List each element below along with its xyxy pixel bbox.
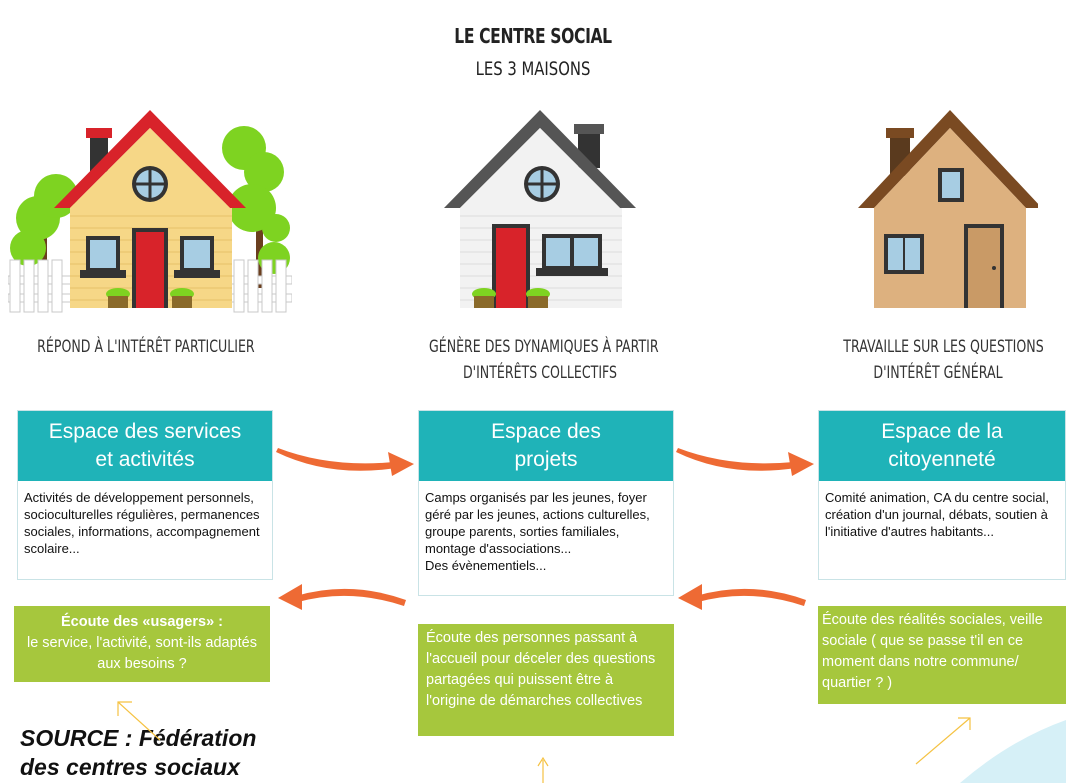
card-title-line: et activités xyxy=(95,448,195,471)
source-line: des centres sociaux xyxy=(20,754,240,780)
green-box-text: le service, l'activité, sont-ils adaptés… xyxy=(26,635,258,672)
card-citoyennete: Espace de la citoyenneté Comité animatio… xyxy=(818,410,1066,580)
caption-line: D'INTÉRÊT GÉNÉRAL xyxy=(873,363,1003,383)
arrow-citoyennete-to-projets xyxy=(678,584,806,610)
card-body: Comité animation, CA du centre social, c… xyxy=(825,490,1049,539)
card-body: Activités de développement personnels, s… xyxy=(24,490,260,556)
source-credit: SOURCE : Fédération des centres sociaux xyxy=(20,724,256,782)
caption-house-1: RÉPOND À L'INTÉRÊT PARTICULIER xyxy=(37,334,255,360)
card-title-line: projets xyxy=(514,448,578,471)
green-box-text: Écoute des réalités sociales, veille soc… xyxy=(822,612,1043,691)
arrow-projets-to-citoyennete xyxy=(676,448,814,476)
card-title-line: Espace des services xyxy=(48,420,242,443)
arrow-projets-to-services xyxy=(278,584,406,610)
green-box-1: Écoute des «usagers» : le service, l'act… xyxy=(14,606,270,682)
arrow-services-to-projets xyxy=(276,448,414,476)
green-box-text: Écoute des personnes passant à l'accueil… xyxy=(426,630,656,709)
white-house-illustration xyxy=(444,110,636,308)
green-box-3: Écoute des réalités sociales, veille soc… xyxy=(818,606,1066,704)
card-projets: Espace des projets Camps organisés par l… xyxy=(418,410,674,596)
tree-right xyxy=(222,126,290,288)
card-services: Espace des services et activités Activit… xyxy=(17,410,273,580)
card-body: Camps organisés par les jeunes, foyer gé… xyxy=(419,481,673,582)
card-header: Espace de la citoyenneté xyxy=(819,411,1065,481)
card-body-text: Camps organisés par les jeunes, foyer gé… xyxy=(425,490,650,556)
caption-house-3: TRAVAILLE SUR LES QUESTIONS D'INTÉRÊT GÉ… xyxy=(843,334,1044,386)
card-title-line: citoyenneté xyxy=(888,448,996,471)
page-title: LE CENTRE SOCIAL xyxy=(454,24,612,48)
green-box-2: Écoute des personnes passant à l'accueil… xyxy=(418,624,674,736)
card-title-line: Espace des xyxy=(491,420,601,443)
page-subtitle: LES 3 MAISONS xyxy=(475,58,591,80)
yellow-house-illustration xyxy=(8,110,292,313)
caption-line: RÉPOND À L'INTÉRÊT PARTICULIER xyxy=(37,337,255,357)
tan-house-illustration xyxy=(858,110,1038,308)
thin-arrow-center xyxy=(537,756,549,783)
card-body-extra: Des évènementiels... xyxy=(425,558,547,573)
thin-arrow-right xyxy=(915,717,971,765)
source-line: SOURCE : Fédération xyxy=(20,725,257,751)
card-title-line: Espace de la xyxy=(881,420,1003,443)
caption-line: D'INTÉRÊTS COLLECTIFS xyxy=(462,363,618,383)
card-header: Espace des services et activités xyxy=(18,411,272,481)
tree-left xyxy=(10,174,78,288)
card-header: Espace des projets xyxy=(419,411,673,481)
green-box-bold: Écoute des «usagers» : xyxy=(61,614,223,630)
caption-line: GÉNÈRE DES DYNAMIQUES À PARTIR xyxy=(429,337,659,357)
caption-line: TRAVAILLE SUR LES QUESTIONS xyxy=(843,337,1044,357)
caption-house-2: GÉNÈRE DES DYNAMIQUES À PARTIR D'INTÉRÊT… xyxy=(429,334,659,386)
